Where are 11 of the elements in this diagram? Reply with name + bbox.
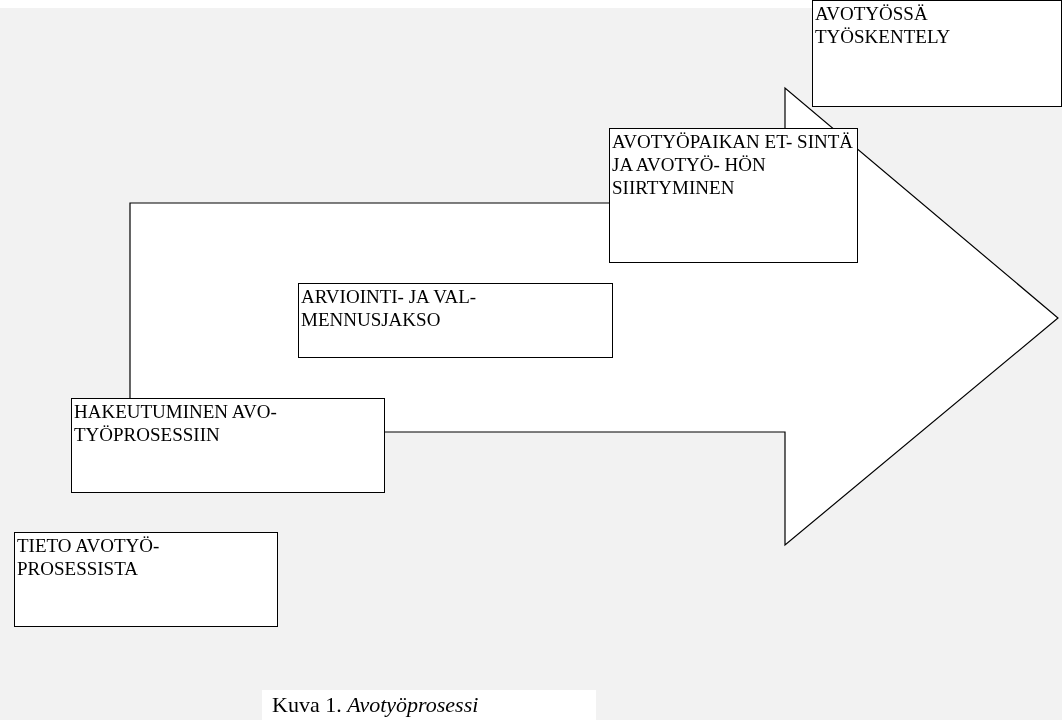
step-box (609, 128, 858, 263)
step-box (812, 0, 1062, 107)
step-box (71, 398, 385, 493)
step-label: HAKEUTUMINEN AVO- TYÖPROSESSIIN (74, 400, 278, 446)
step-label: AVOTYÖPAIKAN ET- SINTÄ JA AVOTYÖ- HÖN SIIRTYMINEN (612, 130, 855, 199)
step-label: AVOTYÖSSÄ TYÖSKENTELY (815, 2, 952, 48)
step-label: ARVIOINTI- JA VAL- MENNUSJAKSO (301, 285, 478, 331)
step-box (14, 532, 278, 627)
step-label: TIETO AVOTYÖ- PROSESSISTA (17, 534, 161, 580)
step-box (298, 283, 613, 358)
caption: Kuva 1. Avotyöprosessi (272, 692, 479, 718)
